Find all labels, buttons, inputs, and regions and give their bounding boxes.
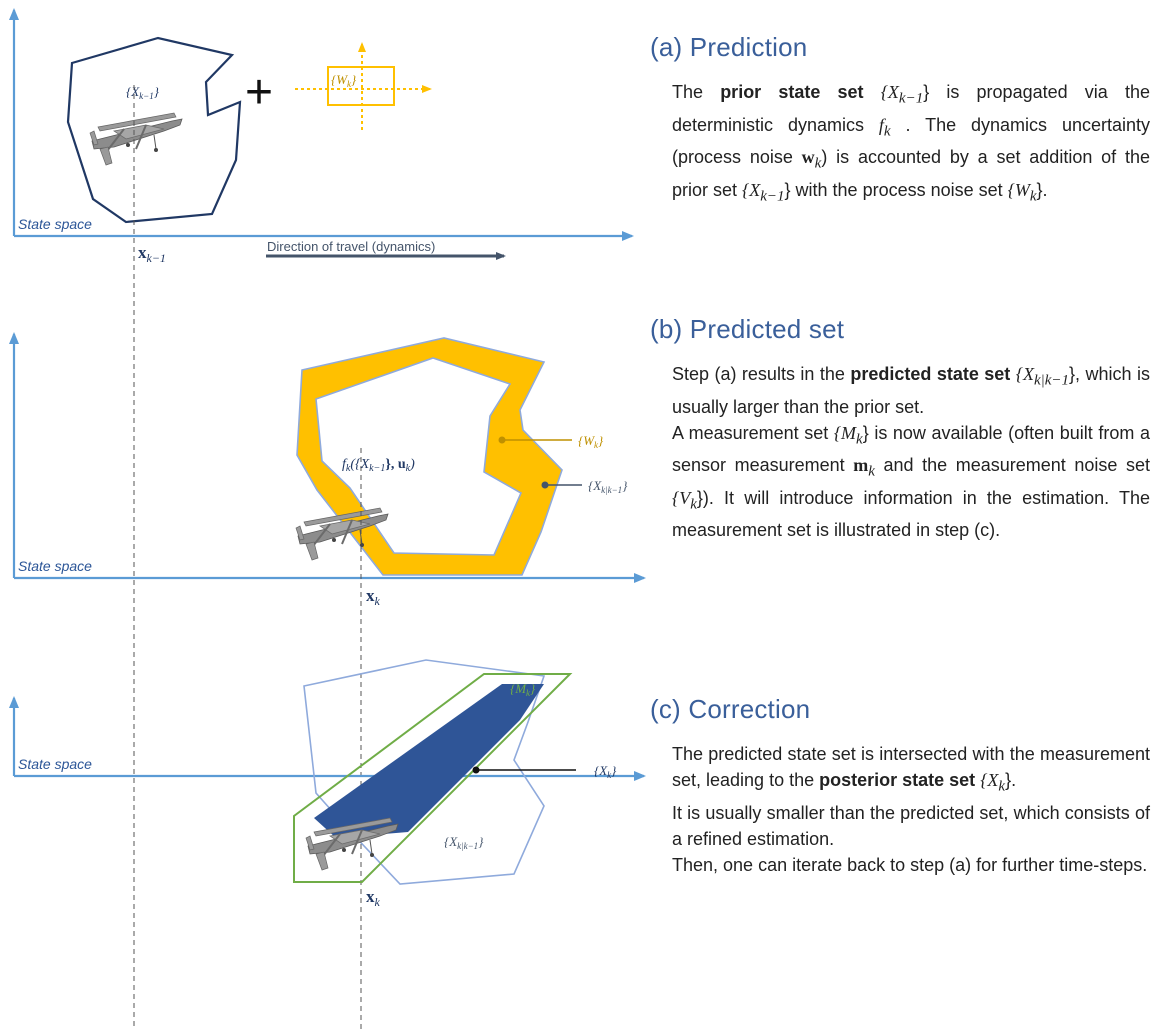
- predicted-state-set: [296, 337, 563, 576]
- panel-c-heading: (c) Correction: [650, 694, 811, 724]
- prior-state-set: [66, 36, 242, 224]
- panel-a-axis-label: State space: [18, 216, 92, 232]
- panel-b-diagram: State space fk({Xk−1}, uk) {Wk} {Xk|k−1}…: [9, 332, 646, 1030]
- pred-set-label-c: {Xk|k−1}: [444, 834, 484, 851]
- xk1-label: xk−1: [138, 243, 166, 265]
- noise-set-label: {Wk}: [331, 72, 357, 89]
- panel-c-text: (c) Correction The predicted state set i…: [650, 694, 1150, 878]
- panel-a-diagram: State space {Xk−1} + {Wk} xk−1 Direction…: [9, 8, 634, 1030]
- xk-label-b: xk: [366, 586, 381, 608]
- panel-b-axis-label: State space: [18, 558, 92, 574]
- post-callout-label: {Xk}: [594, 763, 617, 780]
- direction-label: Direction of travel (dynamics): [267, 239, 435, 254]
- panel-a-heading: (a) Prediction: [650, 32, 808, 62]
- panel-b-text: (b) Predicted set Step (a) results in th…: [650, 314, 1150, 543]
- posterior-state-set: [314, 684, 544, 838]
- prior-set-label: {Xk−1}: [126, 84, 160, 101]
- xk-label-c: xk: [366, 887, 381, 909]
- panel-c-paragraph: The predicted state set is intersected w…: [672, 744, 1150, 875]
- noise-callout-dot: [498, 436, 506, 444]
- panel-c-diagram: State space {Mk} {Xk} {Xk|k−1} xk: [9, 659, 646, 909]
- panel-b-heading: (b) Predicted set: [650, 314, 845, 344]
- panel-c-axis-label: State space: [18, 756, 92, 772]
- panel-b-paragraph: Step (a) results in the predicted state …: [672, 364, 1150, 541]
- process-noise-set: [327, 66, 395, 106]
- noise-callout-label: {Wk}: [578, 433, 604, 450]
- uav-a-icon: [89, 112, 183, 166]
- post-callout-dot: [472, 766, 480, 774]
- panel-a-paragraph: The prior state set {Xk−1} is propagated…: [672, 82, 1150, 205]
- pred-callout-dot: [541, 481, 549, 489]
- plus-sign: +: [245, 66, 273, 119]
- pred-callout-label: {Xk|k−1}: [588, 478, 628, 495]
- meas-label: {Mk}: [510, 681, 536, 698]
- measurement-set: [293, 673, 573, 883]
- panel-a-text: (a) Prediction The prior state set {Xk−1…: [650, 32, 1150, 209]
- fk-label: fk({Xk−1}, uk): [342, 457, 415, 474]
